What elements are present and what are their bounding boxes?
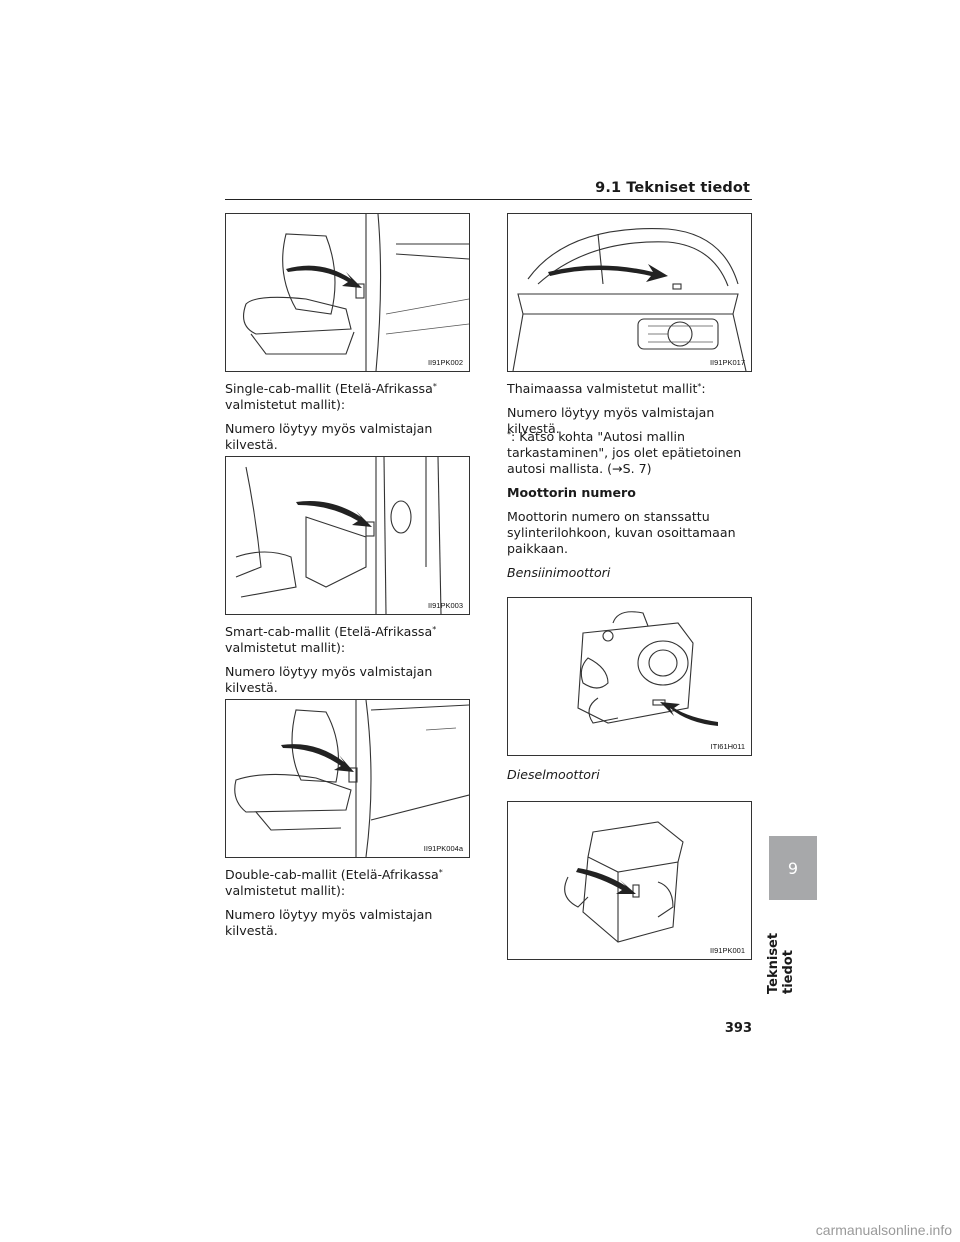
figure-petrol-engine: ITI61H011 bbox=[507, 597, 752, 756]
figure-code: ITI61H011 bbox=[710, 742, 745, 751]
section-title: 9.1 Tekniset tiedot bbox=[595, 180, 750, 196]
hood-illustration bbox=[512, 228, 747, 371]
diesel-label: Dieselmoottori bbox=[507, 767, 600, 782]
figure-code: II91PK001 bbox=[709, 946, 745, 955]
double-cab-caption: Double-cab-mallit (Etelä-Afrikassa* valm… bbox=[225, 867, 443, 898]
petrol-engine-illustration bbox=[577, 611, 718, 726]
chapter-tab: 9 bbox=[769, 836, 817, 900]
diesel-engine-illustration bbox=[564, 821, 684, 943]
figure-thailand-hood: II91PK017 bbox=[507, 213, 752, 372]
figure-code: II91PK003 bbox=[427, 601, 463, 610]
figure-code: II91PK017 bbox=[709, 358, 745, 367]
engine-number-body: Moottorin numero on stanssattu sylinteri… bbox=[507, 509, 736, 556]
page-number: 393 bbox=[724, 1021, 752, 1036]
engine-number-heading: Moottorin numero bbox=[507, 485, 636, 500]
single-cab-illustration bbox=[243, 214, 469, 371]
double-cab-illustration bbox=[234, 700, 469, 857]
petrol-label: Bensiinimoottori bbox=[507, 565, 611, 580]
smart-cab-illustration bbox=[235, 457, 442, 614]
smart-cab-caption: Smart-cab-mallit (Etelä-Afrikassa* valmi… bbox=[225, 624, 437, 655]
thailand-note: Numero löytyy myös valmistajan kilvestä. bbox=[507, 405, 715, 436]
single-cab-note: Numero löytyy myös valmistajan kilvestä. bbox=[225, 421, 433, 452]
figure-smart-cab: II91PK003 bbox=[225, 456, 470, 615]
figure-code: II91PK004a bbox=[423, 844, 463, 853]
double-cab-note: Numero löytyy myös valmistajan kilvestä. bbox=[225, 907, 433, 938]
chapter-label: Tekniset tiedot bbox=[766, 932, 796, 994]
figure-code: II91PK002 bbox=[427, 358, 463, 367]
watermark: carmanualsonline.info bbox=[815, 1222, 952, 1238]
header-rule bbox=[225, 199, 752, 200]
model-footnote: *: Katso kohta "Autosi mallin tarkastami… bbox=[507, 429, 742, 476]
thailand-caption: Thaimaassa valmistetut mallit*: bbox=[507, 381, 706, 396]
figure-single-cab: II91PK002 bbox=[225, 213, 470, 372]
single-cab-caption: Single-cab-mallit (Etelä-Afrikassa* valm… bbox=[225, 381, 437, 412]
figure-diesel-engine: II91PK001 bbox=[507, 801, 752, 960]
figure-double-cab: II91PK004a bbox=[225, 699, 470, 858]
smart-cab-note: Numero löytyy myös valmistajan kilvestä. bbox=[225, 664, 433, 695]
